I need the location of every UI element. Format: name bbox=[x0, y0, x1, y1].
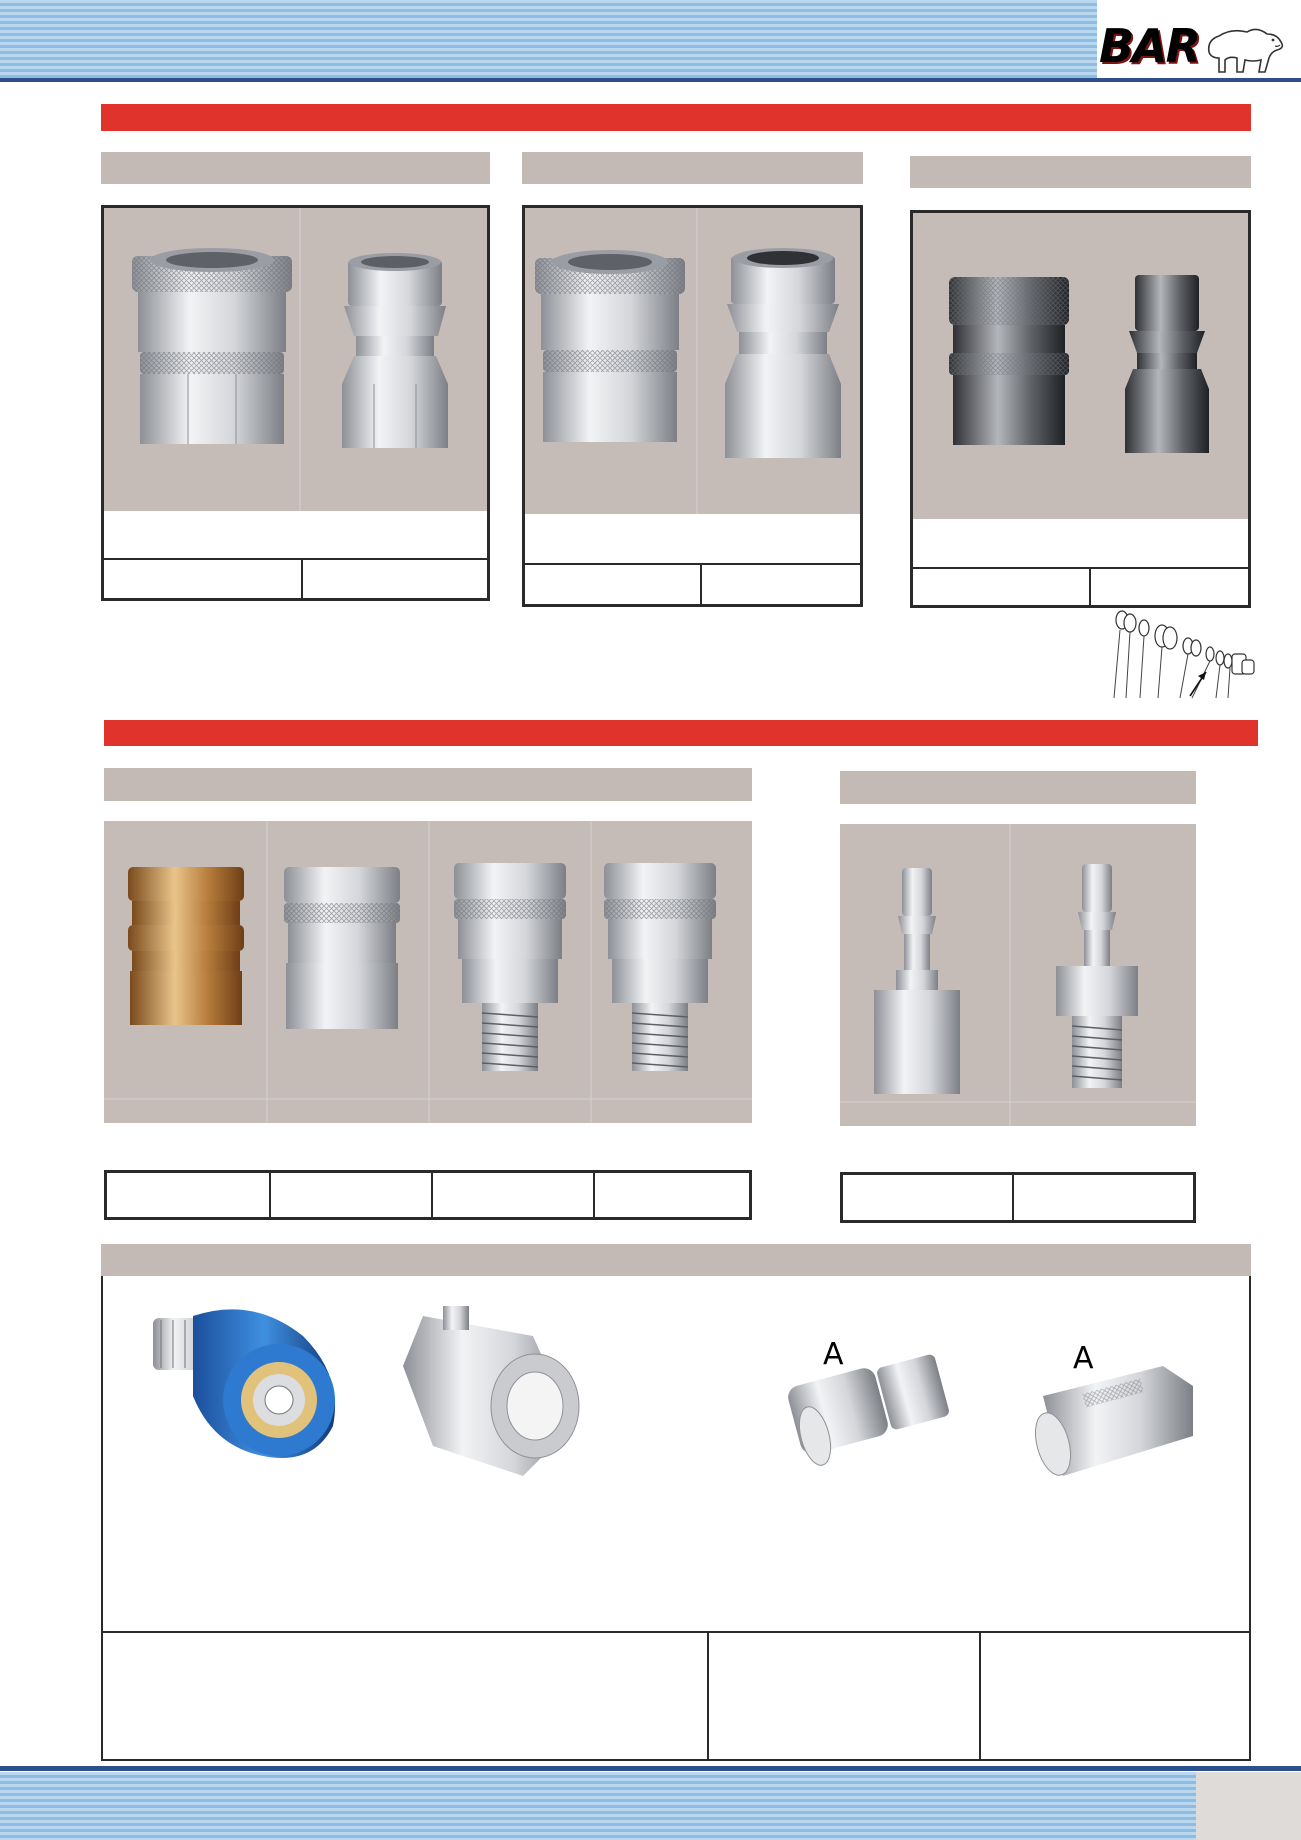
exploded-parts-diagram bbox=[1113, 610, 1255, 699]
steel-female-coupler-photo bbox=[284, 867, 400, 1029]
group-1-caption-row bbox=[104, 511, 487, 531]
group-1-col-divider bbox=[301, 558, 303, 598]
header-rule bbox=[0, 78, 1301, 82]
dark-male-nipple-photo bbox=[1125, 275, 1209, 453]
brass-female-coupler-photo bbox=[128, 867, 244, 1025]
female-coupler-photo bbox=[132, 248, 292, 444]
group-3-row-divider bbox=[913, 567, 1248, 569]
group-3-photo-area bbox=[913, 213, 1248, 519]
section-3-col-divider-1 bbox=[707, 1631, 709, 1759]
male-thread-coupler-photo-2 bbox=[604, 863, 716, 1071]
group-5-col-divider bbox=[1012, 1175, 1014, 1220]
section-3-photos: A A bbox=[153, 1306, 1193, 1476]
logo-text: BAR bbox=[1099, 19, 1199, 73]
section-1-title-bar bbox=[101, 104, 1251, 131]
group-1-row-divider bbox=[104, 558, 487, 560]
footer-rule bbox=[0, 1766, 1301, 1771]
group-4-col-divider-1 bbox=[269, 1173, 271, 1217]
bar-logo-icon: BAR bbox=[1099, 19, 1284, 73]
header-stripe-band bbox=[0, 0, 1097, 78]
brand-logo: BAR bbox=[1097, 0, 1301, 78]
part-label-b: A bbox=[1073, 1341, 1094, 1376]
group-2-row-divider bbox=[525, 563, 860, 565]
footer-stripe-band bbox=[0, 1772, 1196, 1840]
group-1-panel bbox=[101, 205, 490, 601]
group-4-col-divider-3 bbox=[593, 1173, 595, 1217]
female-thread-plug-photo bbox=[874, 868, 960, 1094]
section-3-panel: A A bbox=[101, 1276, 1251, 1761]
group-2-photo-area bbox=[525, 208, 860, 514]
group-5-photo-area bbox=[840, 824, 1196, 1126]
group-2-header bbox=[522, 152, 863, 184]
group-3-photos bbox=[949, 275, 1209, 453]
group-1-header bbox=[101, 152, 490, 184]
blue-swivel-coupler-photo bbox=[153, 1309, 335, 1458]
dark-female-coupler-photo bbox=[949, 277, 1069, 445]
group-1-photos bbox=[132, 208, 448, 511]
male-thread-plug-photo bbox=[1056, 864, 1138, 1088]
screw-nipple-photo-2 bbox=[1034, 1366, 1193, 1476]
polar-bear-icon bbox=[1207, 28, 1284, 73]
section-3-row-divider bbox=[103, 1631, 1249, 1633]
group-5-photos bbox=[840, 824, 1196, 1126]
group-2-col-divider bbox=[700, 563, 702, 604]
group-3-col-divider bbox=[1089, 567, 1091, 605]
male-nipple-photo bbox=[342, 253, 448, 448]
section-3-col-divider-2 bbox=[979, 1631, 981, 1759]
section-2-title-bar bbox=[104, 720, 1258, 746]
page-number-box bbox=[1196, 1772, 1301, 1840]
section-3-header bbox=[101, 1244, 1251, 1276]
group-1-photo-area bbox=[104, 208, 487, 511]
group-5-header bbox=[840, 771, 1196, 804]
group-4-photo-area bbox=[104, 821, 752, 1123]
group-4-spec-table bbox=[104, 1170, 752, 1220]
screw-coupler-photo bbox=[403, 1306, 580, 1476]
female-coupler-photo bbox=[535, 250, 685, 442]
group-2-photos bbox=[535, 208, 841, 514]
group-3-panel bbox=[910, 210, 1251, 608]
group-4-col-divider-2 bbox=[431, 1173, 433, 1217]
group-5-spec-table bbox=[840, 1172, 1196, 1223]
male-nipple-photo bbox=[725, 248, 841, 458]
group-4-header bbox=[104, 768, 752, 801]
group-3-header bbox=[910, 156, 1251, 188]
group-4-photos bbox=[104, 821, 752, 1123]
part-label-a: A bbox=[823, 1337, 844, 1372]
male-thread-coupler-photo bbox=[454, 863, 566, 1071]
screw-nipple-photo bbox=[788, 1354, 949, 1466]
group-2-panel bbox=[522, 205, 863, 607]
